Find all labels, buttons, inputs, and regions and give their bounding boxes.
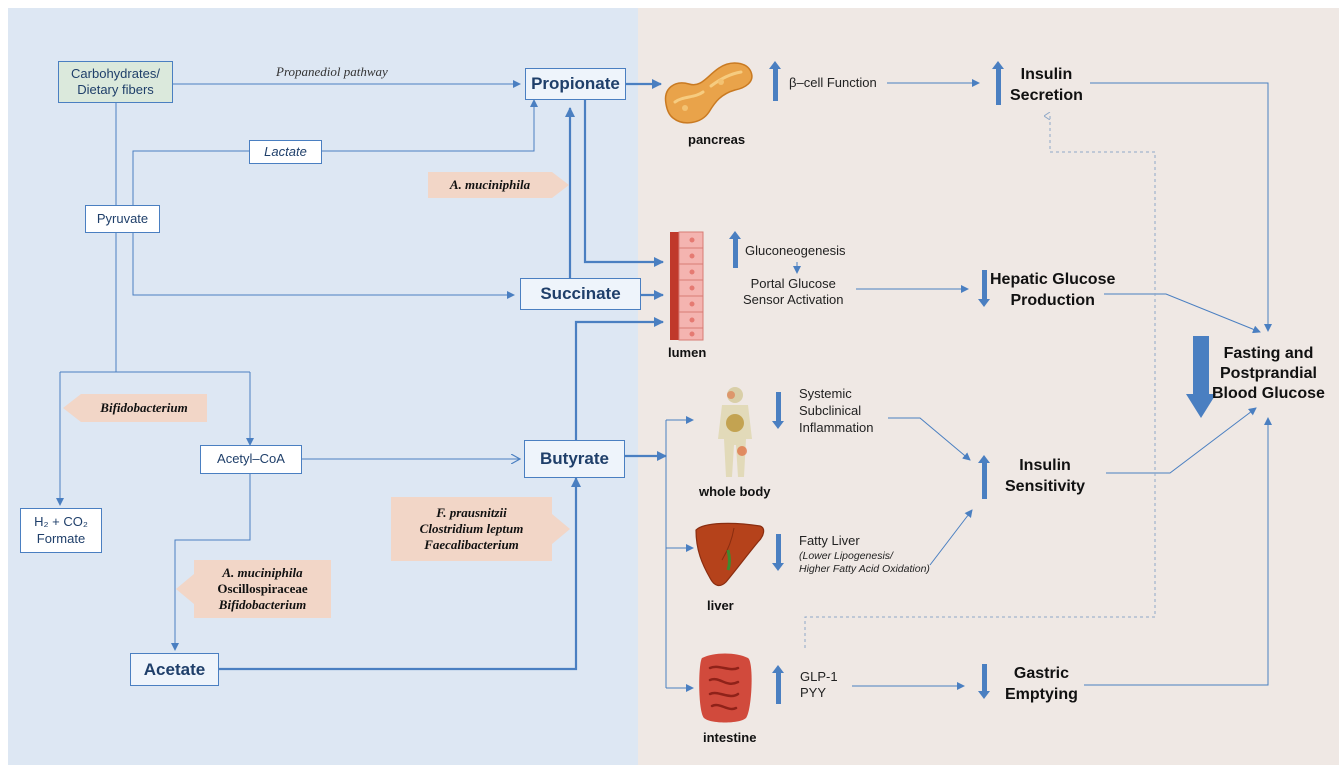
intestine-label: intestine <box>703 730 757 745</box>
pancreas-icon <box>664 62 753 124</box>
gluconeogenesis-label: Gluconeogenesis <box>745 243 846 258</box>
fatty-liver-note: (Lower Lipogenesis/ Higher Fatty Acid Ox… <box>799 550 930 576</box>
host-effects-panel <box>638 8 1339 765</box>
gastric-emptying-label: Gastric Emptying <box>1005 665 1078 703</box>
a-muciniphila-label-top: A. muciniphila <box>428 172 552 198</box>
whole-body-label: whole body <box>699 484 771 499</box>
bifidobacterium-label: Bifidobacterium <box>81 394 207 422</box>
butyrate-label: Butyrate <box>540 449 609 469</box>
carbohydrates-node: Carbohydrates/ Dietary fibers <box>58 61 173 103</box>
bifidobacterium-pointer <box>63 394 81 422</box>
insulin-sensitivity-up-arrow <box>978 455 990 499</box>
fprausnitzii-group-label: F. prausnitzii Clostridium leptum Faecal… <box>391 497 552 561</box>
pancreas-label: pancreas <box>688 132 746 147</box>
propanediol-pathway-label: Propanediol pathway <box>276 64 388 79</box>
lactate-label: Lactate <box>264 143 307 159</box>
clostridium-leptum-text: Clostridium leptum <box>419 520 524 536</box>
butyrate-node: Butyrate <box>524 440 625 478</box>
h2-co2-formate-label: H₂ + CO₂ Formate <box>34 514 88 546</box>
succinate-label: Succinate <box>540 284 621 304</box>
acetyl-coa-label: Acetyl–CoA <box>217 451 285 467</box>
glp1-pyy-label: GLP-1 PYY <box>800 669 838 701</box>
beta-cell-up-arrow <box>769 61 781 101</box>
pyruvate-node: Pyruvate <box>85 205 160 233</box>
edge-glp1-secretion-dashed <box>804 116 1156 648</box>
amuciniphila-group-text: A. muciniphila <box>222 564 303 580</box>
insulin-secretion-up-arrow <box>992 61 1004 105</box>
edge-lactate-propionate <box>132 100 534 205</box>
edge-gastric-fasting <box>1084 417 1272 686</box>
carbohydrates-label: Carbohydrates/ Dietary fibers <box>71 65 160 97</box>
edge-pyruvate-succinate <box>132 233 515 299</box>
edge-systemic-sensitivity <box>888 417 971 461</box>
intestine-icon <box>699 653 752 723</box>
inflammation-down-arrow <box>772 392 784 429</box>
fatty-liver-down-arrow <box>772 534 784 571</box>
fatty-liver-label: Fatty Liver <box>799 533 860 548</box>
bifidobacterium-group-text: Bifidobacterium <box>218 597 307 613</box>
faecalibacterium-text: Faecalibacterium <box>424 537 519 553</box>
hepatic-down-arrow <box>978 270 990 307</box>
insulin-secretion-label: Insulin Secretion <box>1010 66 1083 104</box>
gastric-down-arrow <box>978 664 990 699</box>
oscillospiraceae-text: Oscillospiraceae <box>217 580 308 596</box>
h2-co2-formate-node: H₂ + CO₂ Formate <box>20 508 102 553</box>
portal-glucose-label: Portal Glucose Sensor Activation <box>743 276 844 308</box>
edge-acetyl-acetate <box>171 474 251 651</box>
edge-sensitivity-fasting <box>1106 407 1257 474</box>
beta-cell-function-label: β–cell Function <box>789 75 877 90</box>
edge-acetate-butyrate <box>219 477 581 671</box>
lumen-label: lumen <box>668 345 707 360</box>
propionate-label: Propionate <box>531 74 620 94</box>
propionate-node: Propionate <box>525 68 626 100</box>
edge-fatty-sensitivity <box>929 509 973 566</box>
a-muciniphila-pointer <box>552 172 569 198</box>
pyruvate-label: Pyruvate <box>96 210 149 226</box>
edge-hepatic-fasting <box>1104 293 1261 334</box>
systemic-inflammation-label: Systemic Subclinical Inflammation <box>799 386 874 435</box>
acetyl-coa-node: Acetyl–CoA <box>200 445 302 474</box>
edge-secretion-fasting <box>1090 82 1272 332</box>
a-muciniphila-text: A. muciniphila <box>449 176 531 192</box>
liver-icon <box>695 522 765 587</box>
whole-body-icon <box>718 387 752 477</box>
insulin-sensitivity-label: Insulin Sensitivity <box>1005 457 1086 495</box>
gluconeogenesis-up-arrow <box>729 231 741 268</box>
lactate-node: Lactate <box>249 140 322 164</box>
hepatic-glucose-label: Hepatic Glucose Production <box>990 271 1116 309</box>
fprausnitzii-text: F. prausnitzii <box>436 504 507 520</box>
bifidobacterium-text: Bifidobacterium <box>100 399 188 415</box>
acetate-node: Acetate <box>130 653 219 686</box>
amuciniphila-group-pointer <box>176 574 194 604</box>
acetate-label: Acetate <box>143 659 206 679</box>
glp1-up-arrow <box>772 665 784 704</box>
liver-label: liver <box>707 598 734 613</box>
amuciniphila-group-label: A. muciniphila Oscillospiraceae Bifidoba… <box>194 560 331 618</box>
succinate-node: Succinate <box>520 278 641 310</box>
fasting-blood-glucose-label: Fasting and Postprandial Blood Glucose <box>1212 345 1325 402</box>
edge-propionate-lumen <box>583 100 664 267</box>
microbiota-panel <box>8 8 638 765</box>
lumen-icon <box>670 231 704 341</box>
edge-butyrate-lumen <box>574 317 664 440</box>
fprausnitzii-pointer <box>552 514 570 544</box>
blood-glucose-down-arrow <box>1186 336 1216 418</box>
